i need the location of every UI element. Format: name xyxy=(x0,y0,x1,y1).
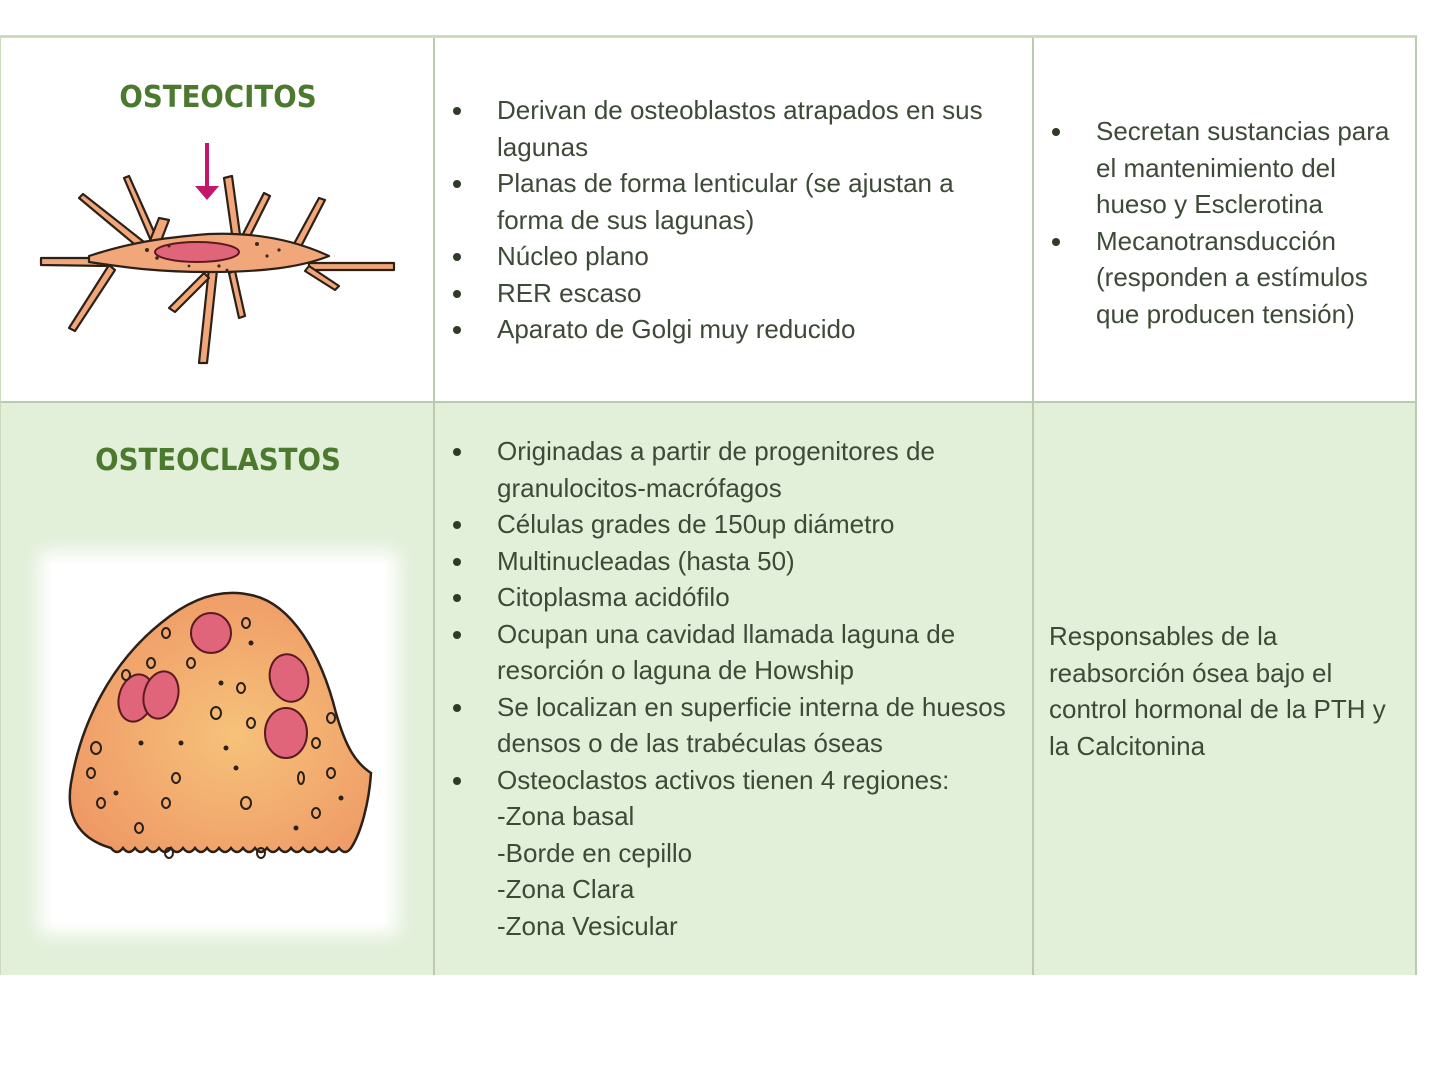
bullet-icon xyxy=(453,180,461,188)
list-item: Secretan sustancias para el mantenimient… xyxy=(1034,113,1412,223)
cell-functions: Responsables de la reabsorción ósea bajo… xyxy=(1034,403,1416,975)
cell-features: Derivan de osteoblastos atrapados en sus… xyxy=(435,38,1034,401)
bullet-icon xyxy=(453,448,461,456)
row-title: OSTEOCLASTOS xyxy=(95,443,341,478)
region-item: -Borde en cepillo xyxy=(497,837,693,868)
function-text: Responsables de la reabsorción ósea bajo… xyxy=(1049,621,1386,761)
list-item: Multinucleadas (hasta 50) xyxy=(435,543,1025,580)
list-item: Osteoclastos activos tienen 4 regiones: … xyxy=(435,762,1025,945)
list-item: Ocupan una cavidad llamada laguna de res… xyxy=(435,616,1025,689)
list-item: Originadas a partir de progenitores de g… xyxy=(435,433,1025,506)
list-item: RER escaso xyxy=(435,275,1025,312)
cell-features: Originadas a partir de progenitores de g… xyxy=(435,403,1034,975)
list-item: Células grades de 150up diámetro xyxy=(435,506,1025,543)
bullet-icon xyxy=(453,289,461,298)
row-title: OSTEOCITOS xyxy=(119,80,317,115)
osteoclast-illustration xyxy=(51,563,386,923)
cell-comparison-table: OSTEOCITOS xyxy=(0,35,1417,975)
bullet-icon xyxy=(453,594,461,602)
features-list: Derivan de osteoblastos atrapados en sus… xyxy=(435,92,1025,348)
cell-name-image: OSTEOCITOS xyxy=(1,38,435,401)
osteocyte-illustration xyxy=(39,143,396,365)
list-item: Citoplasma acidófilo xyxy=(435,579,1025,616)
bullet-icon xyxy=(453,776,461,785)
list-item: Aparato de Golgi muy reducido xyxy=(435,311,1025,348)
bullet-icon xyxy=(453,557,461,566)
bullet-icon xyxy=(1052,237,1060,246)
bullet-icon xyxy=(1052,128,1060,136)
region-item: -Zona Vesicular xyxy=(497,910,678,941)
list-item: Se localizan en superficie interna de hu… xyxy=(435,689,1025,762)
functions-list: Secretan sustancias para el mantenimient… xyxy=(1034,113,1412,332)
bullet-icon xyxy=(453,521,461,529)
region-item: -Zona Clara xyxy=(497,874,635,904)
bullet-icon xyxy=(453,326,461,334)
bullet-icon xyxy=(453,107,461,115)
table-row-osteoclastos: OSTEOCLASTOS xyxy=(0,403,1415,975)
list-item: Planas de forma lenticular (se ajustan a… xyxy=(435,165,1025,238)
bullet-icon xyxy=(453,630,461,639)
bullet-icon xyxy=(453,703,461,712)
table-row-osteocitos: OSTEOCITOS xyxy=(0,38,1415,403)
cell-functions: Secretan sustancias para el mantenimient… xyxy=(1034,38,1416,401)
bullet-icon xyxy=(453,253,461,261)
list-item: Mecanotransducción (responden a estímulo… xyxy=(1034,223,1412,333)
features-list: Originadas a partir de progenitores de g… xyxy=(435,433,1025,944)
cell-name-image: OSTEOCLASTOS xyxy=(1,403,435,975)
list-item: Núcleo plano xyxy=(435,238,1025,275)
list-item: Derivan de osteoblastos atrapados en sus… xyxy=(435,92,1025,165)
region-item: -Zona basal xyxy=(497,801,635,831)
